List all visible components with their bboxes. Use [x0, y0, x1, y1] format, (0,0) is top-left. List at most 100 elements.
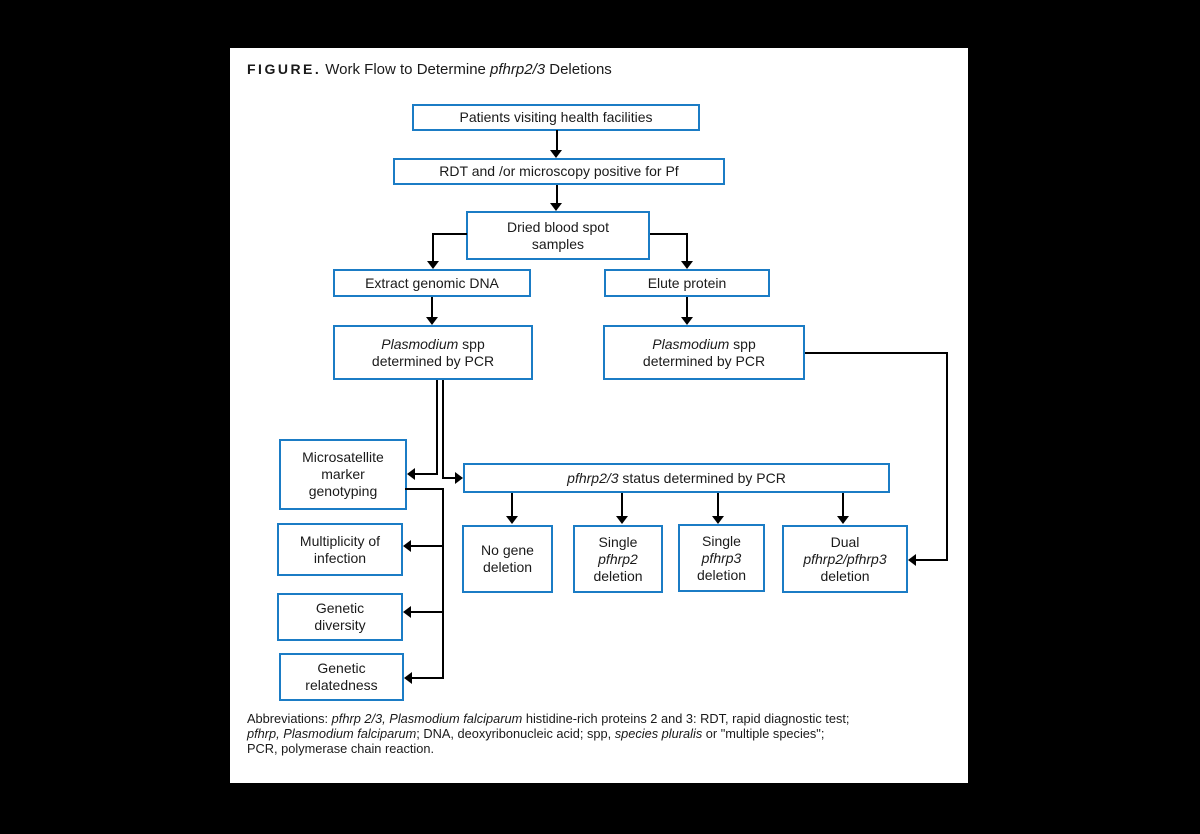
box-pcr-left-italic: Plasmodium	[381, 335, 459, 352]
abbr-run-italic: species pluralis	[614, 726, 703, 741]
connector-relatedness-h	[412, 677, 444, 679]
box-microsatellite-line1: Microsatellite	[302, 449, 384, 465]
box-dried-blood-line2: samples	[531, 235, 585, 252]
arrowhead-single3	[712, 516, 724, 524]
arrowhead-driedblood-extract	[427, 261, 439, 269]
box-single-pfhrp3-line1: Single	[702, 532, 741, 549]
box-genetic-diversity: Genetic diversity	[277, 593, 403, 641]
box-no-gene-line2: deletion	[482, 559, 533, 575]
box-single-pfhrp2-line2: pfhrp2	[598, 551, 638, 568]
connector-status-single3	[717, 493, 719, 517]
connector-pcrleft-microsatellite-h	[415, 473, 438, 475]
box-single-pfhrp2-italic: pfhrp2	[598, 550, 638, 567]
arrowhead-patients-rdt	[550, 150, 562, 158]
box-pcr-right-line2: determined by PCR	[642, 352, 766, 369]
arrowhead-rdt-driedblood	[550, 203, 562, 211]
box-multiplicity: Multiplicity of infection	[277, 523, 403, 576]
box-plasmodium-pcr-right: Plasmodium spp determined by PCR	[603, 325, 805, 380]
box-plasmodium-pcr-left: Plasmodium spp determined by PCR	[333, 325, 533, 380]
box-pcr-left-line2: determined by PCR	[371, 352, 495, 369]
box-microsatellite: Microsatellite marker genotyping	[279, 439, 407, 510]
box-elute-protein-label: Elute protein	[647, 274, 727, 291]
arrowhead-dual-top	[837, 516, 849, 524]
connector-microsatellite-out-h	[405, 488, 444, 490]
box-pcr-left-rest: spp	[458, 335, 485, 352]
box-genetic-relatedness-line1: Genetic	[317, 660, 366, 676]
connector-pcrleft-status-h	[444, 477, 456, 479]
box-single-pfhrp2-line1: Single	[598, 533, 638, 550]
box-pcr-right-italic: Plasmodium	[652, 335, 730, 352]
figure-title-tag: FIGURE.	[247, 61, 322, 77]
box-genetic-relatedness-line2: relatedness	[305, 677, 378, 693]
connector-driedblood-extract-h	[432, 233, 467, 235]
arrowhead-nogene	[506, 516, 518, 524]
connector-status-single2	[621, 493, 623, 517]
box-pfhrp-status-label: pfhrp2/3 status determined by PCR	[567, 470, 786, 487]
box-no-gene-line1: No gene	[481, 542, 534, 558]
box-single-pfhrp3-deletion: Single pfhrp3 deletion	[678, 524, 765, 592]
abbr-run-italic: pfhrp 2/3, Plasmodium falciparum	[331, 711, 523, 726]
box-genetic-diversity-line1: Genetic	[315, 600, 365, 616]
figure-title-italic: pfhrp2/3	[490, 61, 546, 78]
box-dual-italic: pfhrp2/pfhrp3	[803, 550, 887, 567]
arrowhead-driedblood-elute	[681, 261, 693, 269]
arrowhead-microsatellite	[407, 468, 415, 480]
box-pfhrp-status-italic: pfhrp2/3	[567, 469, 619, 486]
box-pfhrp-status-rest: status determined by PCR	[618, 469, 786, 486]
box-dual-deletion: Dual pfhrp2/pfhrp3 deletion	[782, 525, 908, 593]
box-multiplicity-line2: infection	[313, 549, 367, 566]
arrowhead-relatedness	[404, 672, 412, 684]
connector-diversity-h	[411, 611, 444, 613]
arrowhead-dual-right	[908, 554, 916, 566]
box-single-pfhrp3-line3: deletion	[696, 566, 747, 583]
arrowhead-single2	[616, 516, 628, 524]
box-single-pfhrp3-line2: pfhrp3	[702, 550, 742, 567]
connector-pcrright-dual-v	[946, 352, 948, 561]
box-microsatellite-line3: genotyping	[308, 483, 378, 499]
box-pcr-right-line1: Plasmodium spp	[652, 336, 756, 353]
connector-status-nogene	[511, 493, 513, 517]
figure-title: FIGURE.Work Flow to Determine pfhrp2/3 D…	[247, 61, 612, 78]
figure-title-tail: Deletions	[545, 61, 612, 78]
connector-elute-pcrright	[686, 297, 688, 318]
box-dual-line3: deletion	[820, 567, 870, 584]
abbr-run: ; DNA, deoxyribonucleic acid; spp,	[416, 726, 615, 741]
box-rdt-microscopy: RDT and /or microscopy positive for Pf	[393, 158, 725, 185]
box-genetic-relatedness: Genetic relatedness	[279, 653, 404, 701]
connector-status-dual	[842, 493, 844, 517]
box-single-pfhrp2-line3: deletion	[593, 567, 643, 584]
abbr-run-italic: pfhrp, Plasmodium falciparum	[247, 726, 417, 741]
connector-pcrleft-status-v	[442, 380, 444, 479]
box-dual-line1: Dual	[830, 533, 860, 550]
box-patients-label: Patients visiting health facilities	[459, 109, 653, 125]
connector-pcrright-dual-h2	[916, 559, 947, 561]
abbr-run: Abbreviations:	[247, 711, 332, 726]
arrowhead-multiplicity	[403, 540, 411, 552]
box-extract-dna-label: Extract genomic DNA	[365, 274, 499, 291]
box-multiplicity-line1: Multiplicity of	[299, 532, 381, 549]
connector-pcrleft-microsatellite-v	[436, 380, 438, 475]
connector-pcrright-dual-h1	[805, 352, 948, 354]
connector-driedblood-elute-h	[650, 233, 688, 235]
box-pfhrp-status: pfhrp2/3 status determined by PCR	[463, 463, 890, 493]
box-elute-protein: Elute protein	[604, 269, 770, 297]
connector-driedblood-elute-v	[686, 233, 688, 262]
box-extract-dna: Extract genomic DNA	[333, 269, 531, 297]
box-genetic-diversity-line2: diversity	[314, 617, 366, 633]
abbr-run: PCR, polymerase chain reaction.	[247, 741, 435, 756]
box-pcr-left-line1: Plasmodium spp	[381, 336, 485, 353]
connector-driedblood-extract-v	[432, 233, 434, 262]
abbr-run: or "multiple species";	[702, 726, 825, 741]
connector-multiplicity-h	[411, 545, 444, 547]
abbreviations-line2: pfhrp, Plasmodium falciparum; DNA, deoxy…	[247, 726, 959, 741]
connector-patients-rdt	[556, 130, 558, 151]
box-pcr-right-rest: spp	[729, 335, 756, 352]
box-dried-blood-spot: Dried blood spot samples	[466, 211, 650, 260]
connector-extract-pcrleft	[431, 297, 433, 318]
abbreviations-line3: PCR, polymerase chain reaction.	[247, 741, 959, 756]
arrowhead-status	[455, 472, 463, 484]
arrowhead-extract-pcrleft	[426, 317, 438, 325]
arrowhead-diversity	[403, 606, 411, 618]
arrowhead-elute-pcrright	[681, 317, 693, 325]
